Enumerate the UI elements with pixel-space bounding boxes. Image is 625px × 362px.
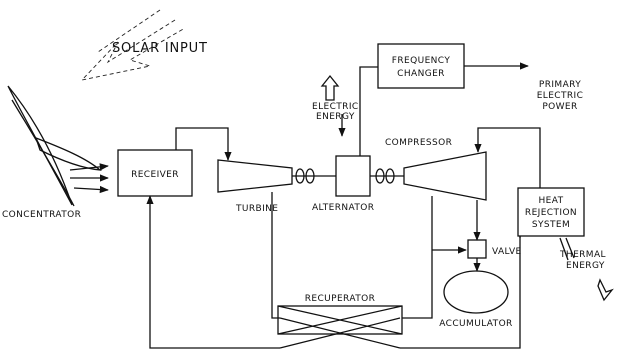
recuperator-label: RECUPERATOR [305,294,376,304]
electric-energy-arrow [320,74,340,101]
accumulator-tank [443,270,509,314]
thermal-energy-arrow [559,237,614,302]
primary-power-label-1: PRIMARY [539,80,581,90]
shaft-coupling-right [370,168,404,184]
electric-energy-label-2: ENERGY [316,112,355,122]
alternator-box [335,155,371,197]
thermal-energy-label-1: THERMAL [559,250,606,260]
frequency-changer-box [377,43,465,89]
solar-input-label: SOLAR INPUT [112,41,208,56]
heat-rejection-label-3: SYSTEM [532,220,570,230]
electric-energy-label-1: ELECTRIC [312,102,359,112]
thermal-energy-label-2: ENERGY [566,261,605,271]
accumulator-label: ACCUMULATOR [439,319,512,329]
recuperator-box [277,305,403,335]
frequency-changer-label-2: CHANGER [397,69,445,79]
turbine-shape [217,159,293,193]
frequency-changer-label-1: FREQUENCY [392,56,451,66]
solar-input-arrow [80,9,186,81]
valve-box [467,239,487,259]
heat-rejection-label-2: REJECTION [525,208,577,218]
alternator-label: ALTERNATOR [312,203,374,213]
primary-power-label-2: ELECTRIC [537,91,584,101]
receiver-label: RECEIVER [131,170,179,180]
heat-rejection-box [517,187,585,237]
valve-label: VALVE [492,247,522,257]
receiver-box [117,149,193,197]
shaft-coupling-left [292,168,336,184]
compressor-shape [403,151,487,201]
turbine-label: TURBINE [235,204,278,214]
flow-lines [146,127,541,349]
concentrator-dish [7,85,109,207]
concentrator-label: CONCENTRATOR [2,210,81,220]
compressor-label: COMPRESSOR [385,138,452,148]
heat-rejection-label-1: HEAT [538,196,563,206]
recuperator-cross [277,305,403,335]
primary-power-label-3: POWER [542,102,577,112]
